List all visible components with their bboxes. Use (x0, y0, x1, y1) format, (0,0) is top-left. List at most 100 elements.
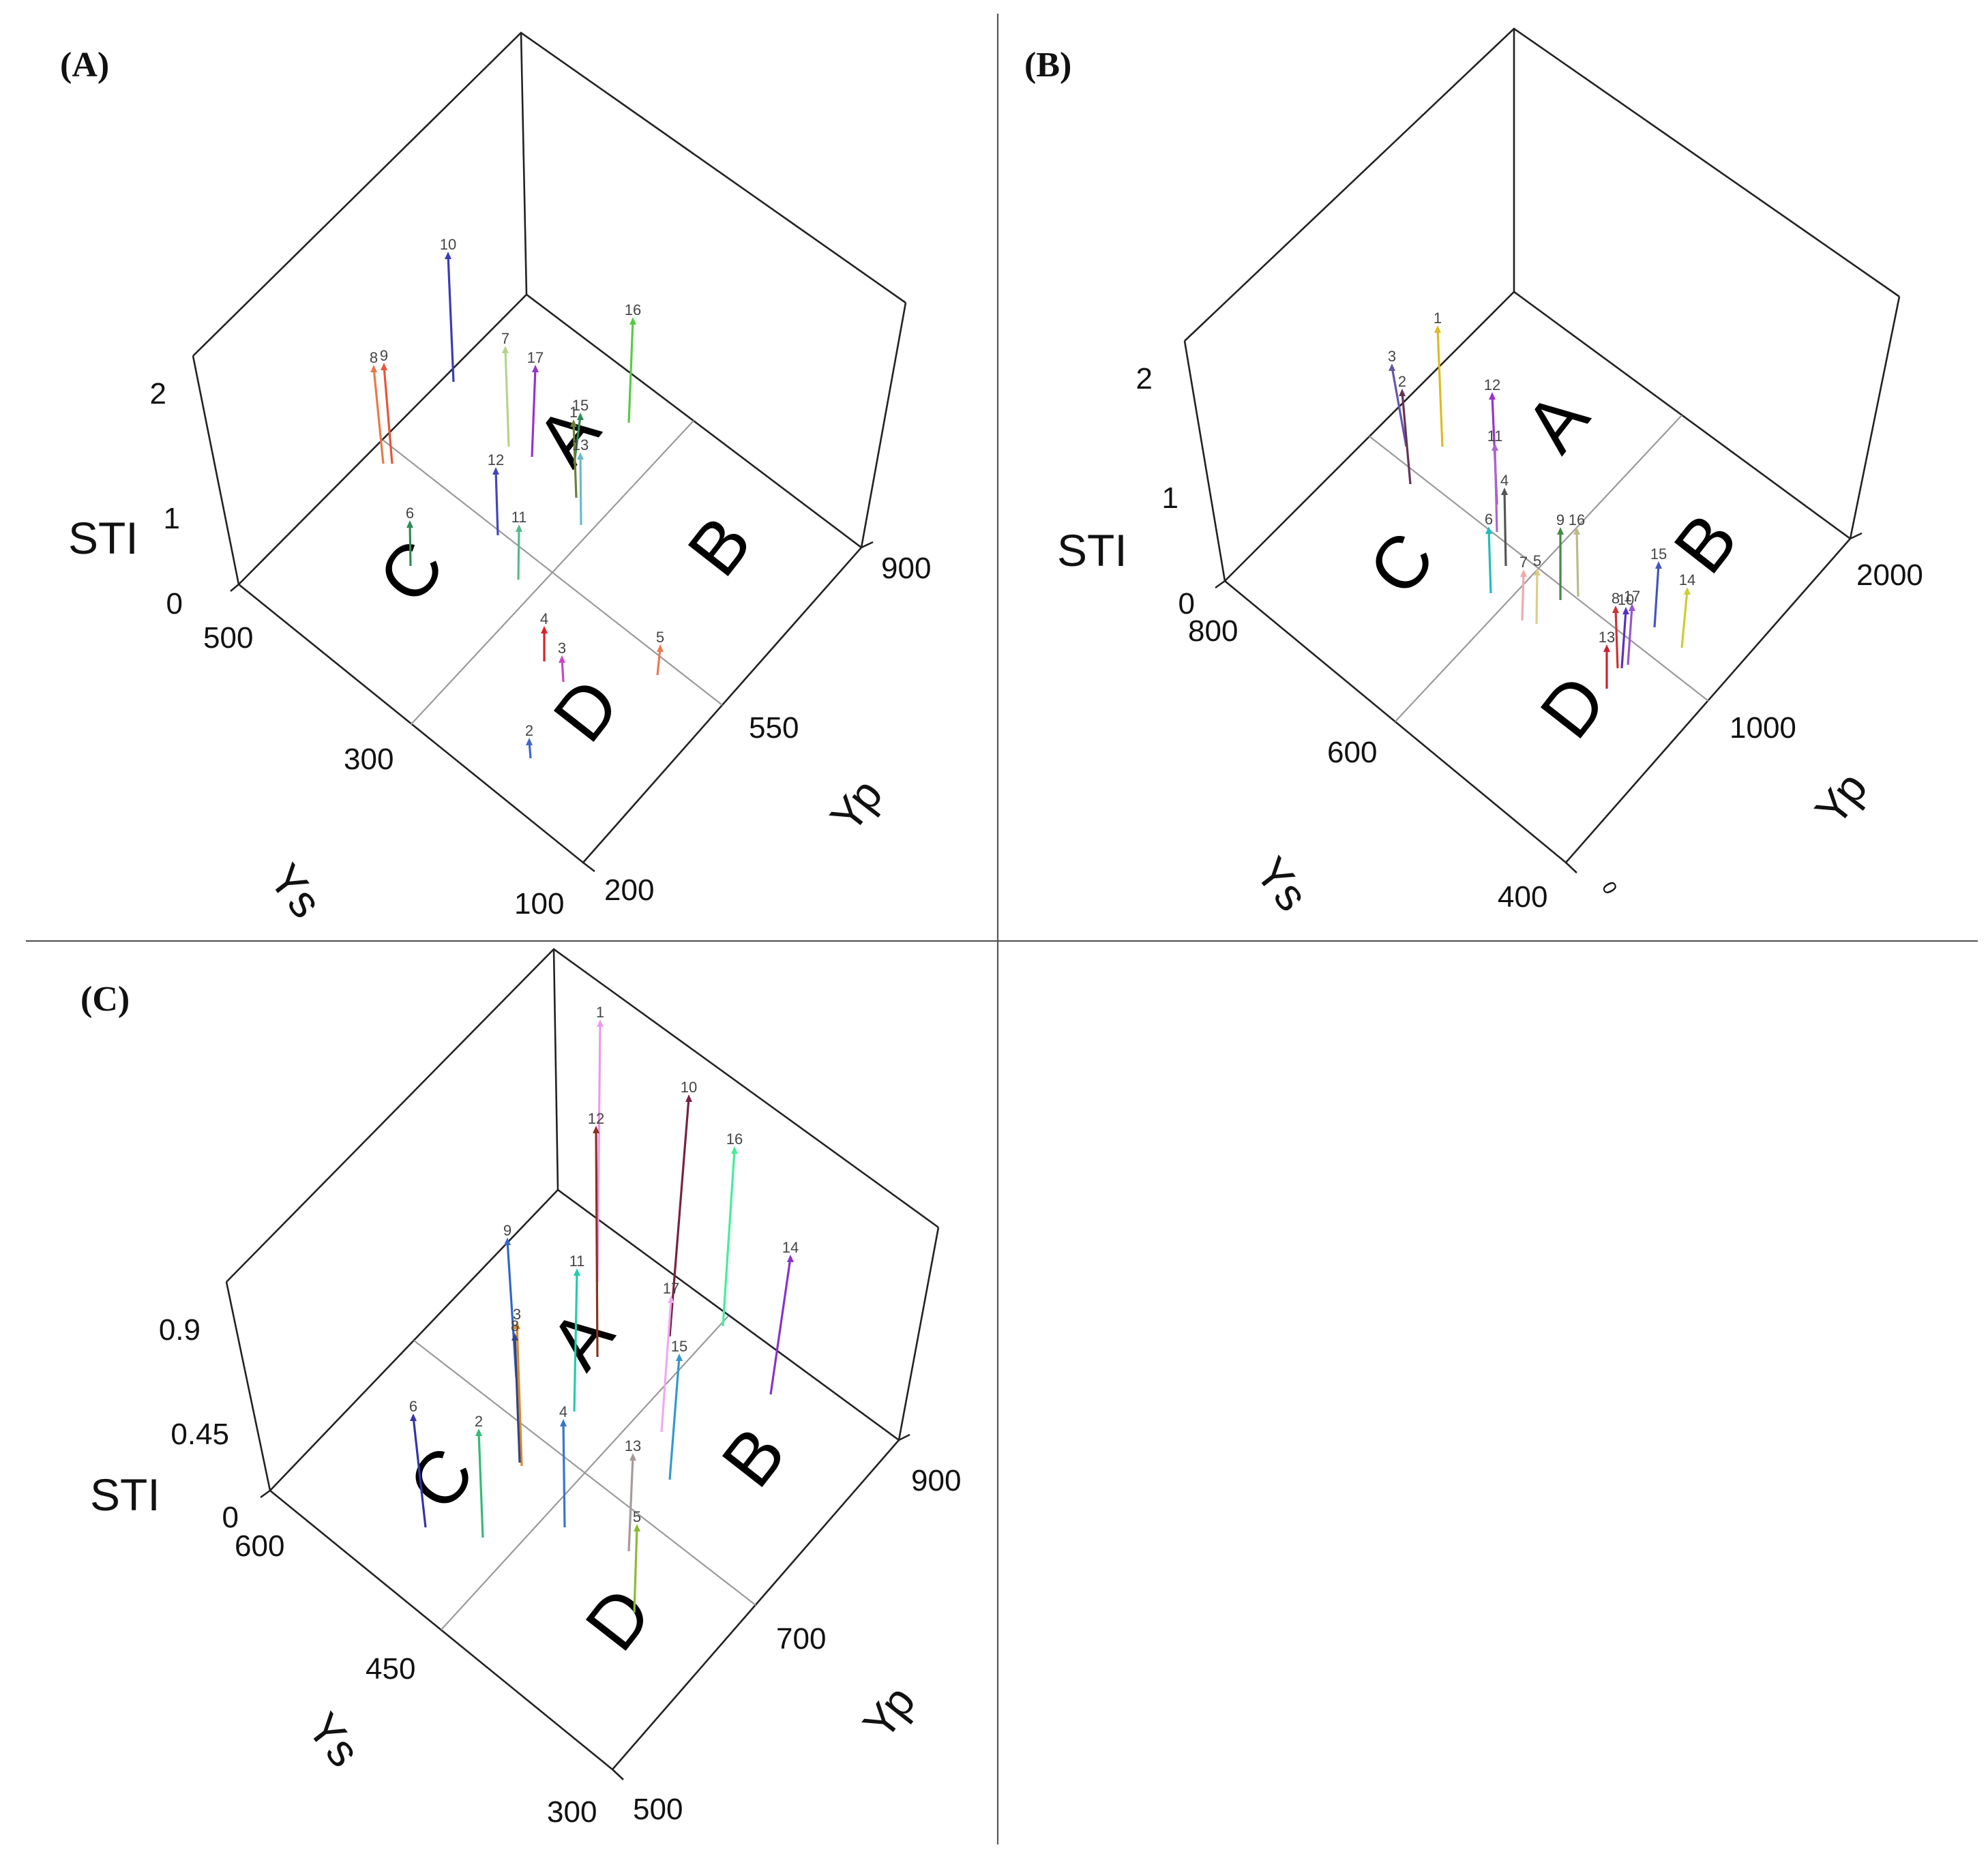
panel-a-z-tick-2: 2 (150, 377, 166, 410)
point-label: 7 (1519, 554, 1528, 571)
point-label: 2 (1398, 373, 1406, 390)
point-label: 5 (656, 629, 664, 646)
panel-c-z-tick-0: 0 (222, 1501, 239, 1534)
stem-line (1503, 490, 1507, 567)
data-point-13: 13 (1599, 629, 1615, 689)
stem-arrowhead (1603, 644, 1610, 652)
point-label: 9 (380, 347, 388, 364)
point-label: 12 (488, 451, 504, 468)
panel-b-region-b: B (1658, 498, 1753, 588)
panel-b-letter: (B) (1024, 46, 1071, 85)
data-point-15: 15 (572, 397, 589, 464)
stem-line (494, 470, 499, 536)
stem-line (668, 1097, 690, 1337)
stem-arrowhead (541, 626, 548, 633)
data-point-2: 2 (525, 722, 533, 759)
stem-arrowhead (492, 467, 499, 475)
stem-arrowhead (1622, 607, 1629, 614)
data-point-5: 5 (1533, 552, 1541, 625)
panel-b-region-a: A (1509, 377, 1605, 466)
panel-a-box (192, 31, 907, 873)
data-point-10: 10 (440, 236, 456, 383)
stem-line (1401, 391, 1412, 485)
panel-b-z-tick-2: 2 (1136, 362, 1153, 395)
stem-line (573, 1271, 578, 1412)
stem-arrowhead (526, 738, 533, 745)
data-point-16: 16 (625, 301, 641, 423)
stem-arrowhead (475, 1429, 482, 1436)
point-label: 11 (1487, 428, 1503, 445)
stem-arrowhead (1399, 389, 1406, 396)
stem-arrowhead (629, 317, 636, 325)
stem-line (627, 1456, 634, 1552)
panel-a-region-d: D (537, 663, 635, 756)
panel-c-region-c: C (392, 1432, 490, 1525)
point-label: 10 (440, 236, 456, 253)
point-label: 15 (1650, 545, 1667, 563)
stem-arrowhead (676, 1354, 683, 1361)
stem-arrowhead (406, 520, 413, 528)
stem-arrowhead (516, 524, 522, 532)
stem-line (517, 527, 520, 580)
stem-line (1494, 446, 1498, 533)
stem-arrowhead (1389, 363, 1395, 371)
panel-b-x-tick-1: 1000 (1730, 711, 1796, 745)
stem-line (1575, 530, 1579, 597)
data-point-6: 6 (406, 505, 414, 567)
stem-line (1436, 328, 1444, 447)
panel-a-z-title: STI (68, 513, 138, 563)
data-point-16: 16 (722, 1131, 743, 1327)
point-label: 8 (511, 1317, 519, 1334)
stem-line (504, 348, 510, 447)
stem-line (660, 1298, 672, 1433)
stem-line (383, 365, 394, 464)
stem-arrowhead (787, 1255, 794, 1262)
stem-arrowhead (1492, 443, 1498, 451)
stem-arrowhead (1573, 527, 1580, 535)
stem-arrowhead (560, 1419, 567, 1426)
stem-line (633, 1527, 638, 1613)
point-label: 9 (503, 1222, 511, 1239)
panel-b-z-tick-1: 1 (1162, 481, 1178, 515)
stem-arrowhead (1501, 488, 1508, 495)
data-point-11: 11 (569, 1253, 584, 1412)
panel-b-y-tick-1: 600 (1327, 736, 1377, 769)
point-label: 17 (663, 1280, 679, 1297)
panel-c-y-title: Ys (298, 1703, 370, 1776)
stem-line (516, 1324, 523, 1467)
panel-c-region-d: D (569, 1572, 667, 1665)
data-point-4: 4 (540, 610, 548, 661)
data-point-8: 8 (511, 1317, 521, 1463)
point-label: 11 (511, 509, 527, 526)
data-point-1: 1 (1434, 310, 1444, 447)
data-point-3: 3 (1388, 348, 1408, 447)
data-point-13: 13 (625, 1437, 641, 1552)
point-label: 6 (406, 505, 414, 522)
stem-arrowhead (1489, 392, 1496, 400)
stem-line (1521, 572, 1525, 621)
panel-b-box (1183, 27, 1901, 873)
data-point-13: 13 (572, 436, 589, 526)
stem-line (1627, 606, 1633, 666)
stem-arrowhead (1655, 561, 1662, 569)
data-point-12: 12 (488, 451, 504, 536)
data-point-12: 12 (588, 1110, 604, 1358)
panel-b-y-tick-0: 800 (1188, 614, 1238, 648)
stem-line (372, 368, 385, 464)
stem-line (595, 1128, 599, 1358)
panel-a-z-tick-1: 1 (164, 502, 180, 535)
stem-arrowhead (570, 419, 577, 427)
data-point-16: 16 (1569, 511, 1585, 597)
stem-line (769, 1257, 792, 1395)
panel-c-y-tick-1: 450 (366, 1652, 415, 1686)
point-label: 17 (527, 349, 544, 366)
stem-line (572, 422, 578, 498)
stem-arrowhead (1485, 526, 1492, 534)
stem-line (1614, 608, 1619, 669)
point-label: 9 (1556, 511, 1564, 528)
data-point-1: 1 (596, 1004, 604, 1283)
point-label: 1 (569, 404, 578, 421)
panel-b-y-title: Ys (1246, 848, 1318, 920)
panel-b: (B) 0 1 2 STI 800 600 400 Ys 0 1000 2000… (1024, 27, 1923, 920)
